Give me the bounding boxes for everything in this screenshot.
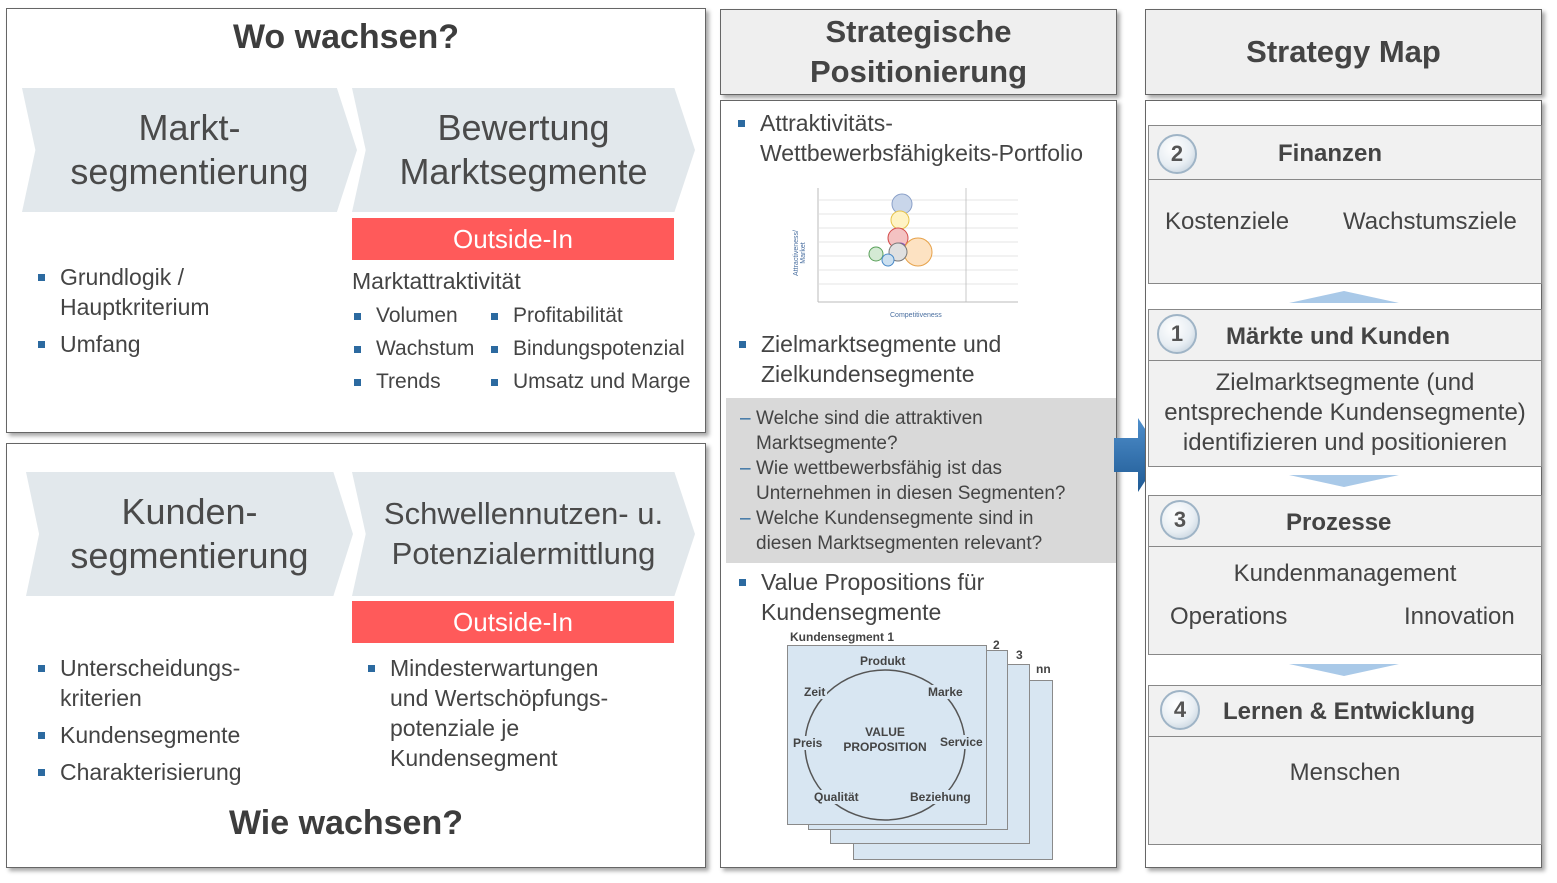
- chevron-marktsegmentierung: Markt- segmentierung: [22, 88, 357, 212]
- chevron-label: Bewertung Marktsegmente: [399, 107, 648, 192]
- section-header: [1149, 126, 1541, 180]
- header-title: Strategische Positionierung: [810, 14, 1027, 89]
- strategy-map-header: Strategy Map: [1145, 9, 1542, 95]
- header-title: Strategy Map: [1246, 34, 1441, 69]
- vp-item-produkt: Produkt: [858, 654, 908, 668]
- list-item: Wachstum: [352, 336, 492, 362]
- portfolio-bubble: [868, 246, 884, 262]
- chevron-kundensegmentierung: Kunden- segmentierung: [26, 472, 353, 596]
- vp-center-label: VALUE PROPOSITION: [843, 725, 927, 754]
- list-item: Bindungspotenzial: [489, 336, 704, 362]
- list-item: Volumen: [352, 303, 492, 329]
- questions-list: Welche sind die attraktiven Marktsegment…: [726, 406, 1111, 556]
- chevron-label: Kunden- segmentierung: [70, 491, 309, 576]
- section-title-lernen: Lernen & Entwicklung: [1223, 698, 1476, 725]
- list-item: Attraktivitäts- Wettbewerbsfähigkeits-Po…: [736, 108, 1116, 168]
- attr-col1-list: Volumen Wachstum Trends: [352, 303, 492, 402]
- prozesse-kundenmanagement: Kundenmanagement: [1233, 560, 1457, 587]
- vp-item-beziehung: Beziehung: [908, 790, 973, 804]
- vp-item-preis: Preis: [791, 736, 825, 750]
- list-item: Welche sind die attraktiven Marktsegment…: [726, 406, 1111, 456]
- chevron-label: Markt- segmentierung: [70, 107, 309, 192]
- list-item: Welche Kundensegmente sind in diesen Mar…: [726, 506, 1111, 556]
- vp-item-marke: Marke: [926, 685, 965, 699]
- section-header: [1149, 310, 1541, 361]
- number-circle-icon: 4: [1160, 690, 1200, 730]
- mindesterwartungen-bullets: Mindesterwartungen und Wertschöpfungs- p…: [366, 653, 696, 780]
- portfolio-bubble: [888, 242, 908, 262]
- portfolio-bubble: [890, 210, 910, 230]
- section-finanzen: [1148, 125, 1542, 284]
- list-item: Trends: [352, 369, 492, 395]
- portfolio-xlabel: Competitiveness: [890, 312, 942, 319]
- value-propositions-bullet: Value Propositions für Kundensegmente: [737, 567, 1117, 634]
- section-title-prozesse: Prozesse: [1286, 509, 1392, 536]
- portfolio-bubble: [881, 253, 895, 267]
- section-maerkte-kunden: [1148, 309, 1542, 467]
- section-title-maerkte: Märkte und Kunden: [1226, 323, 1451, 350]
- portfolio-chart: [817, 188, 1018, 303]
- zielmarkt-bullet: Zielmarktsegmente und Zielkundensegmente: [737, 329, 1117, 396]
- lernen-menschen: Menschen: [1289, 759, 1401, 786]
- marktattraktivitaet-heading: Marktattraktivität: [352, 268, 521, 294]
- chevron-schwellennutzen: Schwellennutzen- u. Potenzialermittlung: [352, 472, 695, 596]
- vp-stack-label-nn: nn: [1036, 662, 1051, 676]
- portfolio-bullet: Attraktivitäts- Wettbewerbsfähigkeits-Po…: [736, 108, 1116, 175]
- list-item: Umfang: [36, 329, 336, 359]
- wo-wachsen-title: Wo wachsen?: [232, 18, 460, 56]
- portfolio-ylabel: Attractiveness/ Market: [793, 230, 807, 276]
- list-item: Value Propositions für Kundensegmente: [737, 567, 1117, 627]
- markt-bullets: Grundlogik / Hauptkriterium Umfang: [36, 262, 336, 366]
- attr-col2-list: Profitabilität Bindungspotenzial Umsatz …: [489, 303, 704, 402]
- outside-in-banner: Outside-In: [352, 601, 674, 643]
- section-header: [1149, 496, 1541, 547]
- triangle-down-icon: [1289, 664, 1399, 676]
- list-item: Profitabilität: [489, 303, 704, 329]
- maerkte-text: Zielmarktsegmente (und entsprechende Kun…: [1164, 369, 1526, 456]
- list-item: Wie wettbewerbsfähig ist das Unternehmen…: [726, 456, 1111, 506]
- vp-stack-label-2: 2: [993, 638, 1000, 652]
- finanzen-wachstumsziele: Wachstumsziele: [1343, 208, 1517, 235]
- kunden-bullets: Unterscheidungs- kriterien Kundensegment…: [36, 653, 336, 794]
- finanzen-kostenziele: Kostenziele: [1165, 208, 1290, 235]
- list-item: Mindesterwartungen und Wertschöpfungs- p…: [366, 653, 696, 773]
- list-item: Grundlogik / Hauptkriterium: [36, 262, 336, 322]
- triangle-up-icon: [1289, 291, 1399, 303]
- strategische-positionierung-header: Strategische Positionierung: [720, 9, 1117, 95]
- number-circle-icon: 3: [1160, 500, 1200, 540]
- chevron-bewertung-marktsegmente: Bewertung Marktsegmente: [352, 88, 695, 212]
- vp-stack-label-3: 3: [1016, 648, 1023, 662]
- list-item: Charakterisierung: [36, 757, 336, 787]
- chevron-label: Schwellennutzen- u. Potenzialermittlung: [383, 496, 664, 571]
- number-circle-icon: 2: [1157, 134, 1197, 174]
- section-prozesse: [1148, 495, 1542, 655]
- list-item: Umsatz und Marge: [489, 369, 704, 395]
- vp-segment-label: Kundensegment 1: [790, 630, 895, 644]
- vp-item-qualitaet: Qualität: [812, 790, 861, 804]
- prozesse-operations: Operations: [1170, 603, 1288, 630]
- list-item: Kundensegmente: [36, 720, 336, 750]
- section-title-finanzen: Finanzen: [1278, 140, 1383, 167]
- section-header: [1149, 686, 1541, 737]
- number-circle-icon: 1: [1157, 314, 1197, 354]
- vp-item-service: Service: [938, 735, 985, 749]
- section-lernen-entwicklung: [1148, 685, 1542, 845]
- wie-wachsen-title: Wie wachsen?: [229, 804, 463, 842]
- vp-item-zeit: Zeit: [802, 685, 828, 699]
- list-item: Unterscheidungs- kriterien: [36, 653, 336, 713]
- prozesse-innovation: Innovation: [1404, 603, 1515, 630]
- portfolio-bubble: [903, 237, 933, 267]
- list-item: Zielmarktsegmente und Zielkundensegmente: [737, 329, 1117, 389]
- triangle-down-icon: [1289, 475, 1399, 487]
- outside-in-banner: Outside-In: [352, 218, 674, 260]
